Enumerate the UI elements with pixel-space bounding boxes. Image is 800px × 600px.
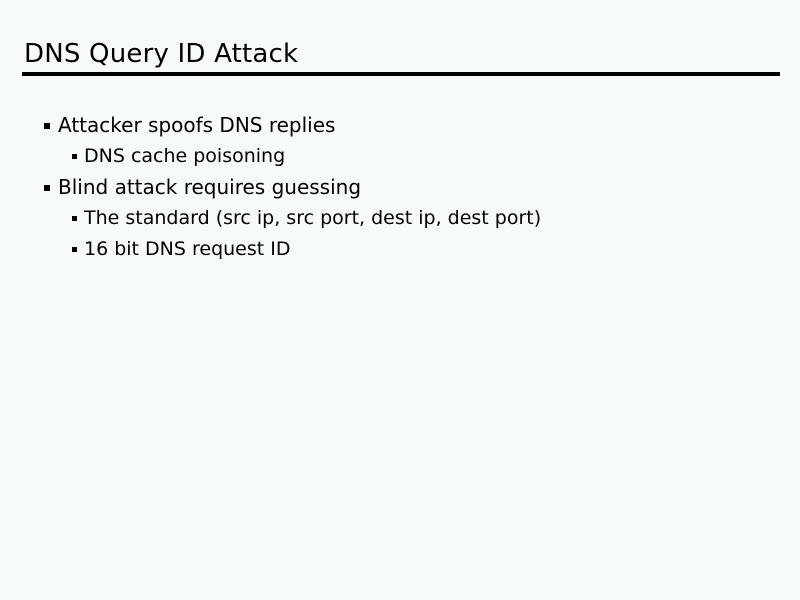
list-item: 16 bit DNS request ID — [0, 236, 800, 267]
page-title: DNS Query ID Attack — [24, 39, 299, 69]
square-bullet-icon — [72, 154, 77, 159]
list-item: Blind attack requires guessing — [0, 174, 800, 205]
square-bullet-icon — [44, 123, 50, 129]
list-item-label: Blind attack requires guessing — [58, 175, 362, 199]
list-item-label: DNS cache poisoning — [84, 145, 286, 167]
list-item-label: The standard (src ip, src port, dest ip,… — [84, 207, 542, 229]
square-bullet-icon — [72, 216, 77, 221]
list-item-label: Attacker spoofs DNS replies — [58, 113, 336, 137]
square-bullet-icon — [44, 185, 50, 191]
list-item: DNS cache poisoning — [0, 143, 800, 174]
title-divider — [22, 72, 780, 76]
list-item: The standard (src ip, src port, dest ip,… — [0, 205, 800, 236]
list-item: Attacker spoofs DNS replies — [0, 112, 800, 143]
list-item-label: 16 bit DNS request ID — [84, 238, 291, 260]
slide-bullet-list: Attacker spoofs DNS replies DNS cache po… — [0, 112, 800, 267]
square-bullet-icon — [72, 247, 77, 252]
